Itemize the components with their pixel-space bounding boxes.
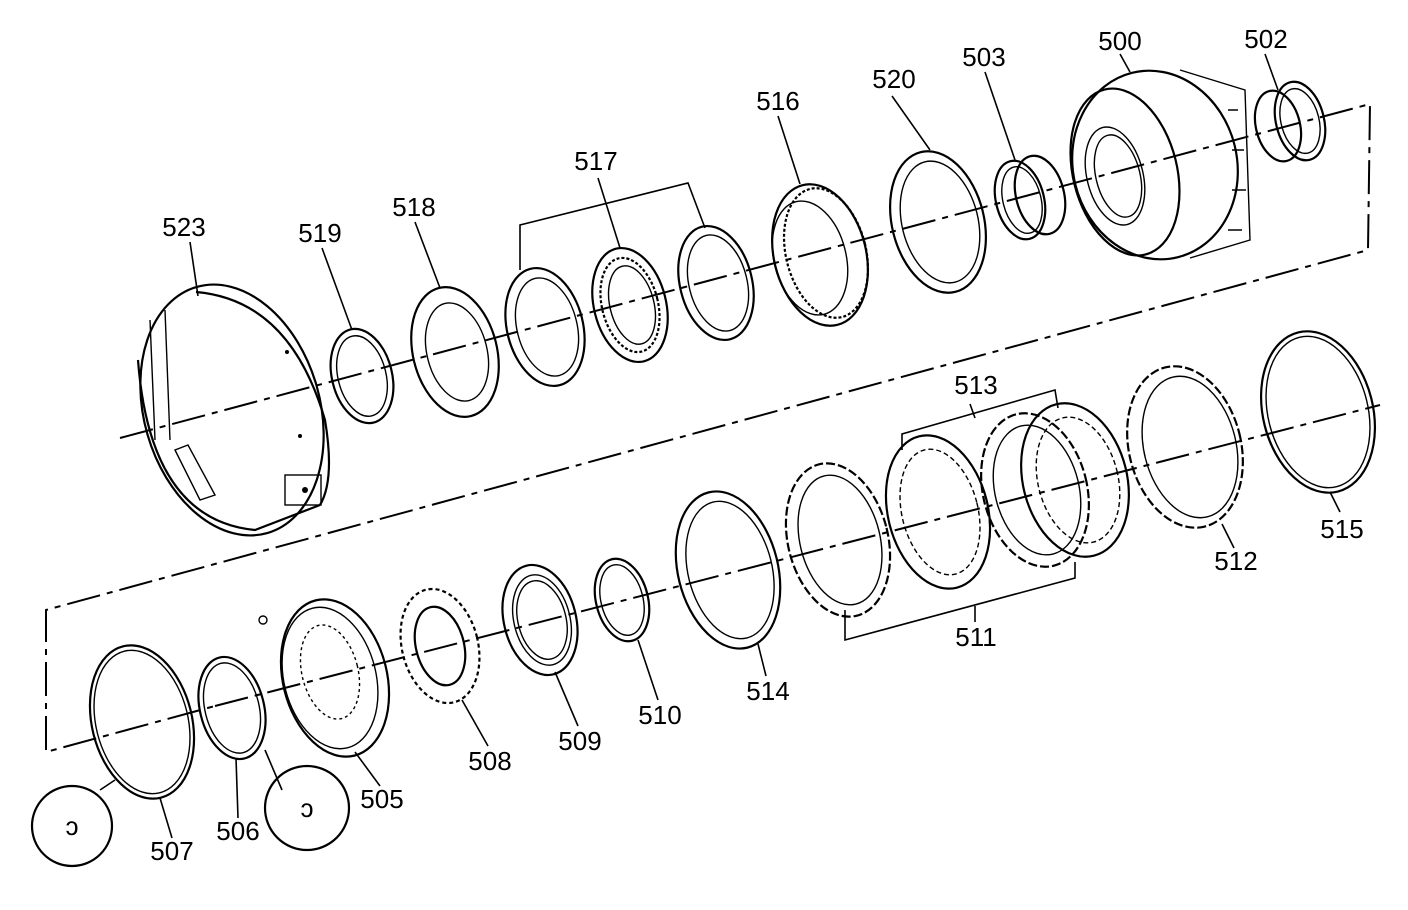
callout-515: 515 [1320,514,1363,544]
callout-519: 519 [298,218,341,248]
callout-500: 500 [1098,26,1141,56]
bracket-513 [901,388,1059,450]
bracket-511 [844,562,1076,642]
part-506-seal [197,655,267,761]
part-523-band [136,283,331,537]
part-512-backing-plate [1126,365,1244,529]
callout-523: 523 [162,212,205,242]
symbol-glyph: ɔ [66,811,79,841]
upper-center-axis [45,102,1372,754]
callout-508: 508 [468,746,511,776]
bracket-517 [519,182,706,270]
lower-center-axis [214,404,1381,707]
part-515-snap-ring [1259,330,1377,494]
part-505-piston [258,598,391,758]
callout-513: 513 [954,370,997,400]
callout-511: 511 [955,622,996,652]
part-503-bushing [993,154,1067,241]
callout-509: 509 [558,726,601,756]
callout-512: 512 [1214,546,1257,576]
callout-516: 516 [756,86,799,116]
callout-518: 518 [392,192,435,222]
part-520-thrust-washer [888,150,988,294]
part-514-plate [674,490,782,650]
part-513-511-clutch-pack [784,402,1130,618]
leader-lines [99,53,1341,839]
callout-514: 514 [746,676,789,706]
callout-502: 502 [1244,24,1287,54]
callout-510: 510 [638,700,681,730]
part-516-gear-ring [770,183,870,327]
callout-503: 503 [962,42,1005,72]
part-500-drum [1069,69,1251,261]
part-509-retainer [501,563,579,677]
part-517-bearing-assembly [504,224,755,388]
callout-520: 520 [872,64,915,94]
part-507-seal [88,644,196,800]
part-508-spring-assembly [399,587,481,705]
part-518-thrust-washer [410,286,500,418]
part-502-bushing [1253,80,1327,163]
callout-507: 507 [150,836,193,866]
symbol-glyph: ɔ [301,793,314,823]
callout-506: 506 [216,816,259,846]
reference-symbol-right: ɔ [263,764,351,852]
callout-505: 505 [360,784,403,814]
part-519-snap-ring [329,327,395,425]
reference-symbol-left: ɔ [30,784,114,868]
callout-517: 517 [574,146,617,176]
part-510-snap-ring [593,557,651,643]
